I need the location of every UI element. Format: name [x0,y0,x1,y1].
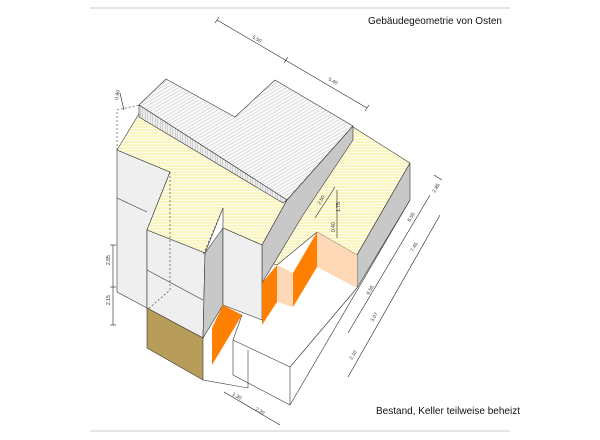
diagram-caption: Bestand, Keller teilweise beheizt [376,406,520,417]
dimension-label: 0.90 [114,90,122,101]
dimension-label: 6.55 [407,211,417,223]
floor-line [116,197,148,213]
roof-eave-face [138,104,288,204]
peach-face-east [317,232,357,288]
orange-face-east [293,232,317,307]
dimension-label: 2.10 [349,349,359,361]
floor-line [146,269,204,301]
dimension-lines [110,16,443,426]
dimension-label: 0.40 [331,222,337,232]
dimension-label: 2.15 [106,295,112,305]
dimension-label: 6.55 [366,284,376,296]
dimension-label: 2.20 [254,407,266,417]
dimension-label: 1.30 [231,392,243,402]
orange-face-basement [212,305,242,365]
dimension-label: 7.45 [410,241,420,253]
dimension-label: 5.40 [327,77,339,87]
dimension-label: 3.07 [370,311,380,323]
diagram-title: Gebäudegeometrie von Osten [368,16,502,27]
peach-face-middle [277,265,293,307]
hidden-lines [116,104,224,311]
dimension-label: 2.85 [106,255,112,265]
orange-face-middle [262,265,277,325]
dimension-label: 2.50 [317,194,327,206]
dimension-label: 1.75 [336,202,342,212]
basement-outline [202,199,411,406]
dimension-label: 2.85 [432,182,442,194]
dimension-label: 5.50 [251,35,263,45]
